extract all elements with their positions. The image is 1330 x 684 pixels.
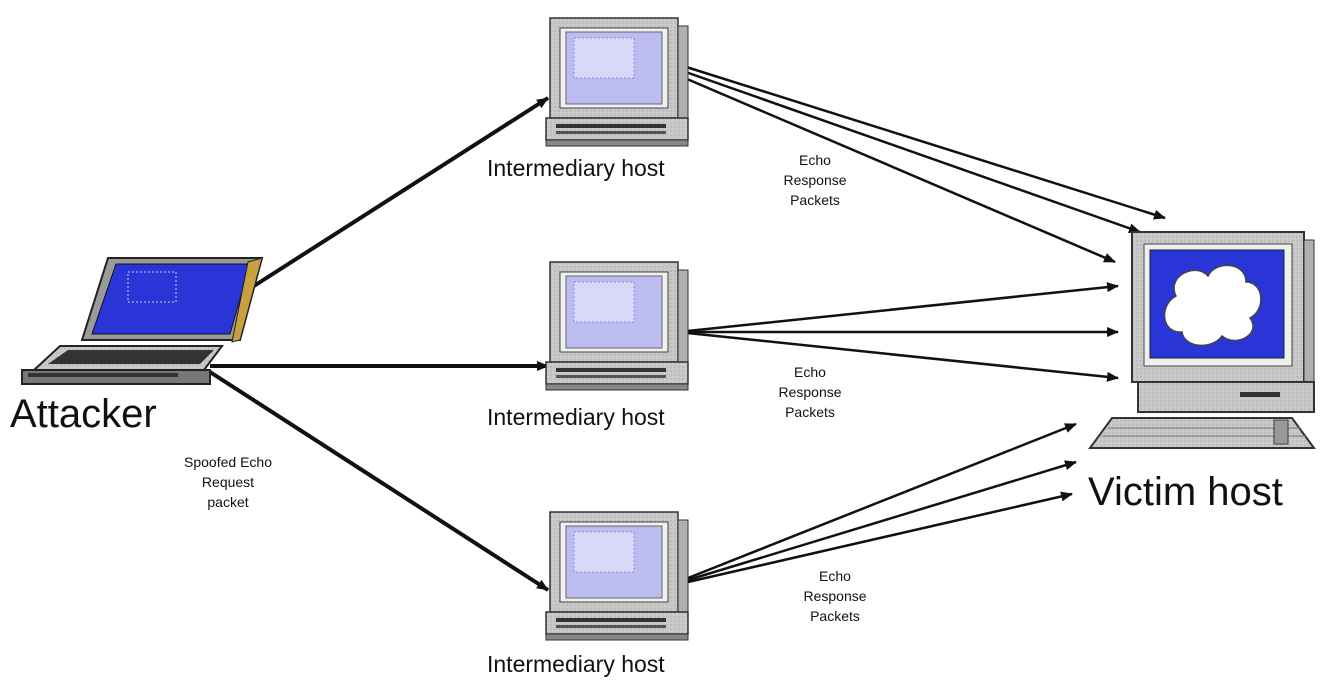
echo-arrow [687, 422, 1077, 580]
echo-arrow [677, 330, 1119, 382]
echo-response-label-top: Echo Response Packets [783, 152, 847, 208]
attacker-laptop-icon [21, 257, 264, 385]
intermediary-top-label: Intermediary host [487, 155, 665, 181]
intermediary-mid-computer-icon [545, 261, 689, 391]
victim-computer-icon [1088, 231, 1316, 449]
echo-arrow [687, 491, 1073, 584]
echo-response-label-mid: Echo Response Packets [778, 364, 842, 420]
victim-host-label: Victim host [1088, 470, 1283, 514]
echo-response-label-bot: Echo Response Packets [803, 568, 867, 624]
echo-arrow [677, 282, 1119, 334]
intermediary-top-computer-icon [545, 17, 689, 147]
echo-arrow [679, 63, 1166, 220]
attacker-label: Attacker [10, 392, 157, 436]
echo-arrow [679, 74, 1116, 264]
intermediary-bot-label: Intermediary host [487, 651, 665, 677]
spoofed-request-label: Spoofed Echo Request packet [184, 454, 272, 510]
arrow-to-bot-host [208, 370, 550, 592]
intermediary-bot-computer-icon [545, 511, 689, 641]
intermediary-mid-label: Intermediary host [487, 404, 665, 430]
arrow-to-top-host [230, 96, 550, 302]
request-arrows [208, 96, 550, 592]
echo-arrow [687, 460, 1077, 582]
echo-arrow [679, 68, 1141, 234]
response-arrows [677, 63, 1166, 584]
